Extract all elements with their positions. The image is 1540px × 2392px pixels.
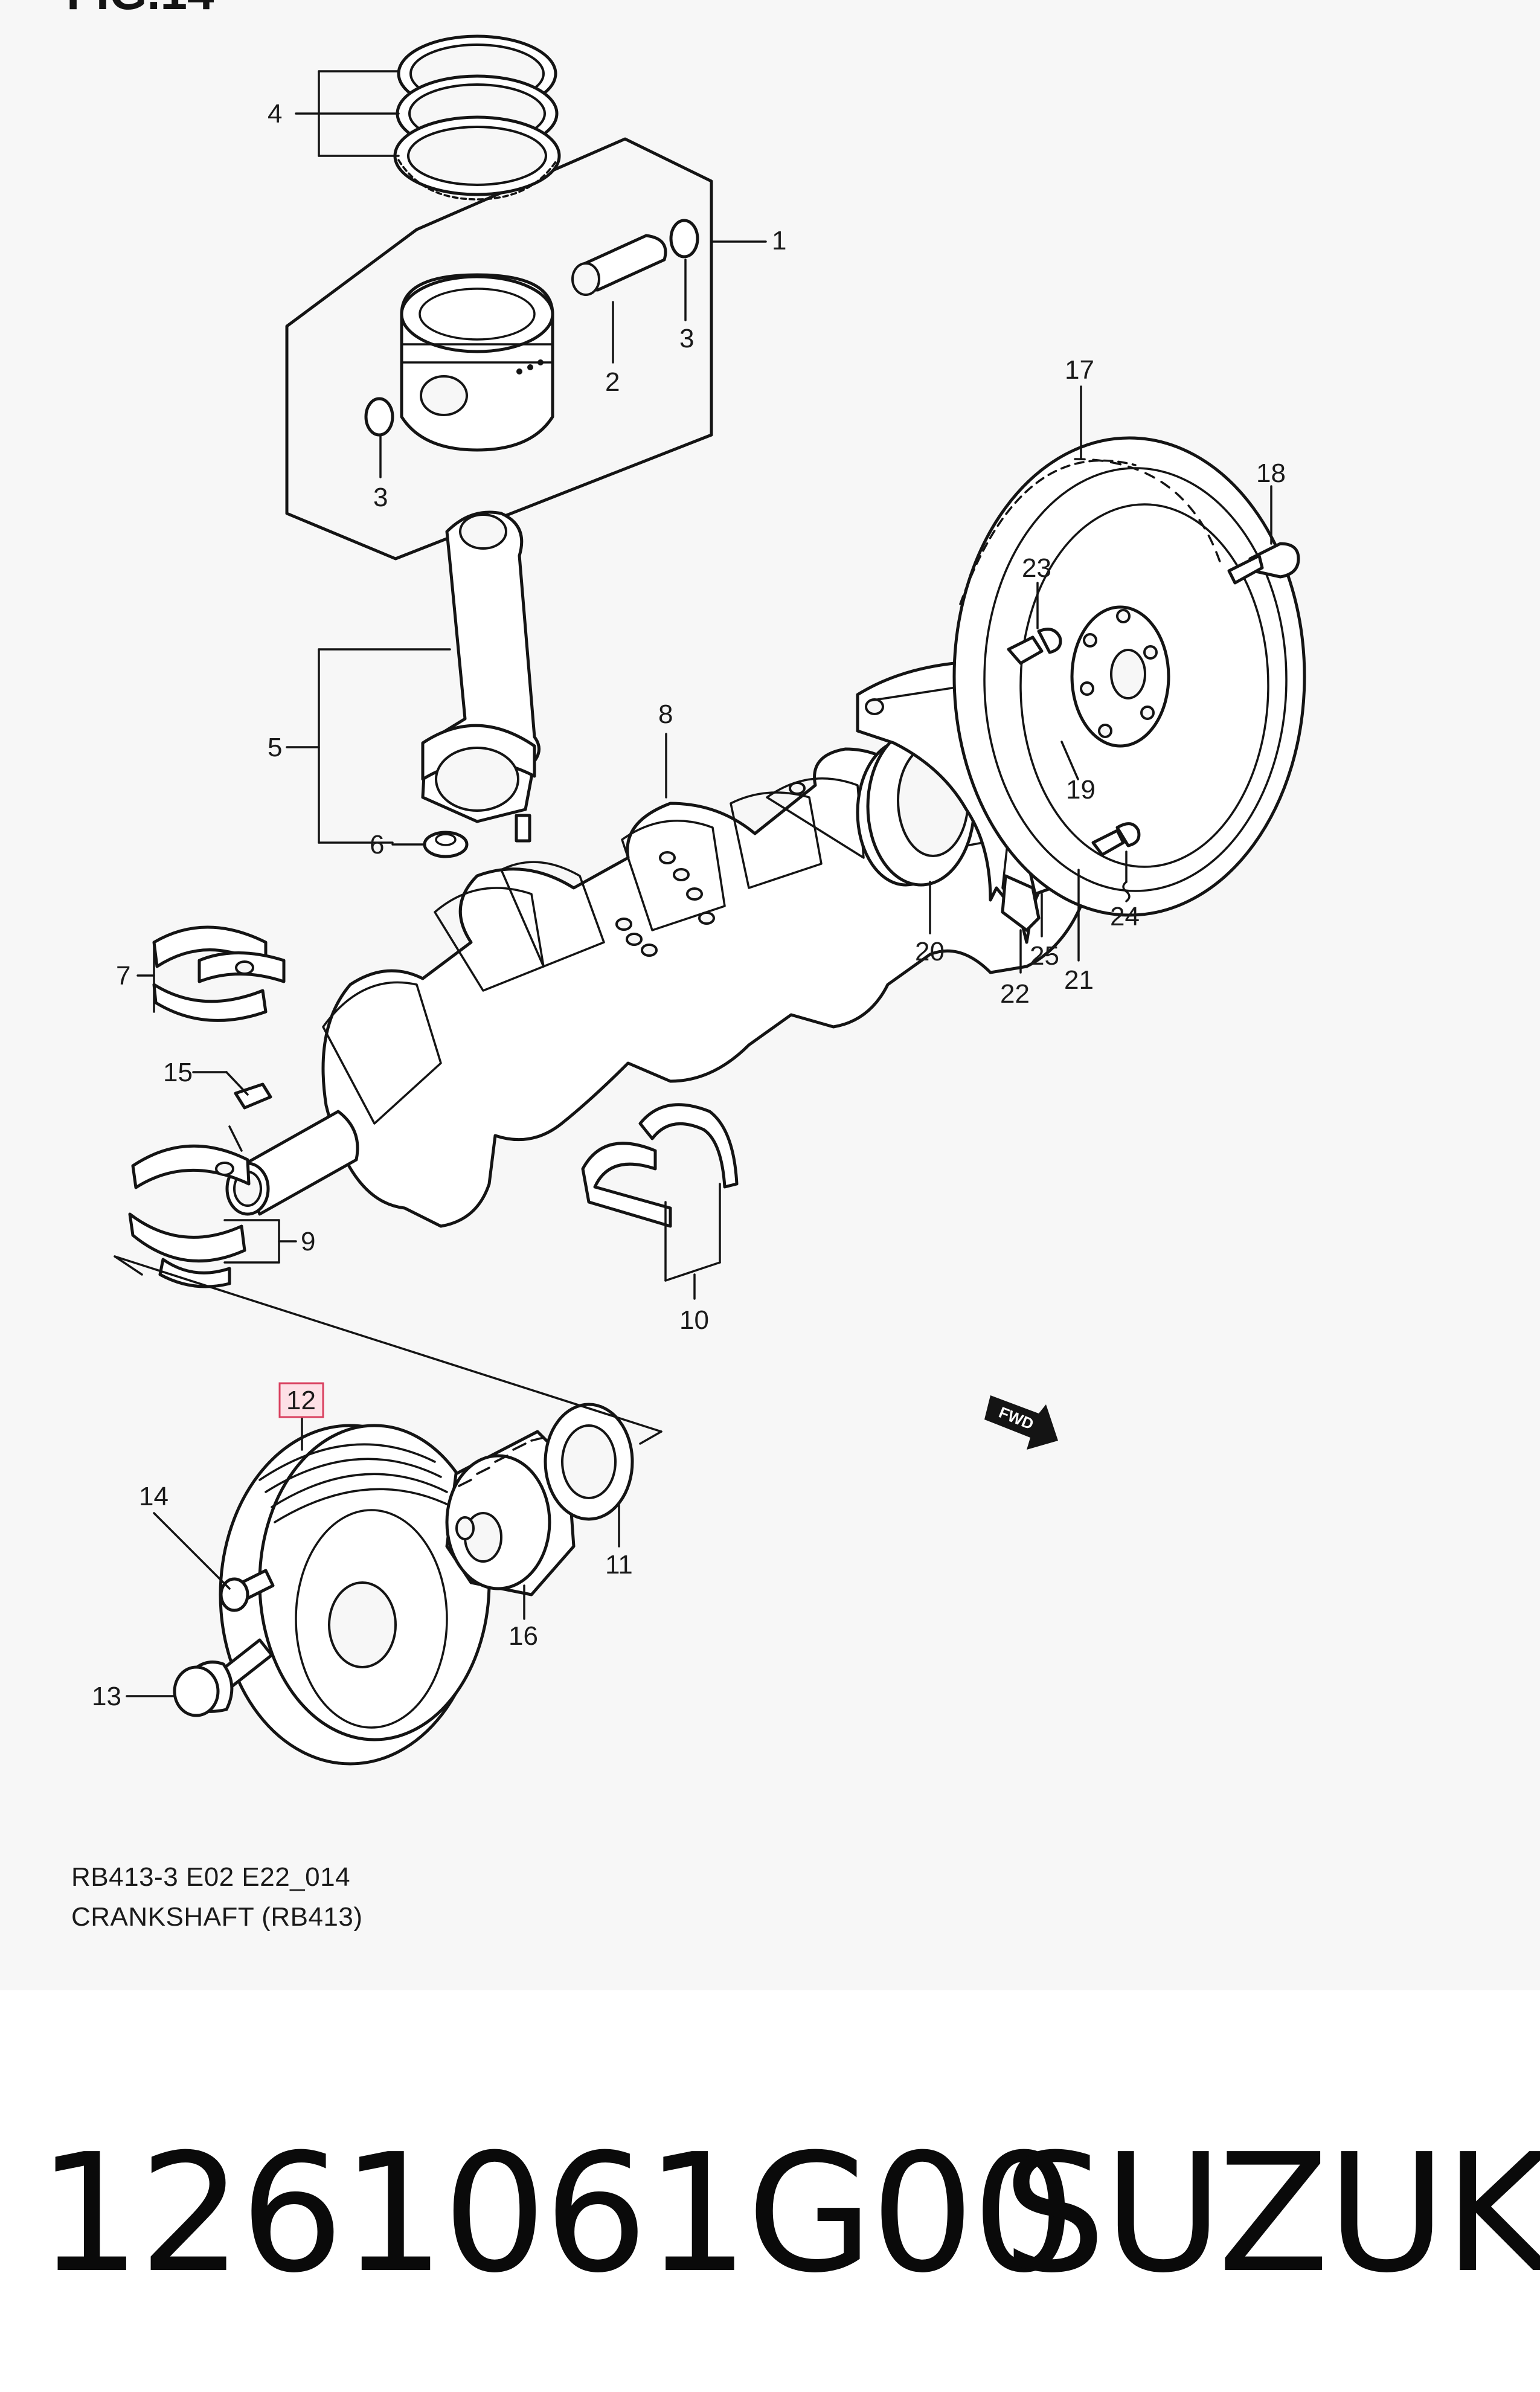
callout-11[interactable]: 11 [605, 1550, 633, 1580]
diagram-title: CRANKSHAFT (RB413) [71, 1902, 363, 1932]
callout-8[interactable]: 8 [658, 699, 673, 729]
fwd-direction-badge: FWD [984, 1395, 1058, 1450]
part-number: 1261061G00 [37, 2118, 1076, 2309]
callout-numbers: 1 2 3 3 4 5 6 7 8 9 10 11 12 13 14 15 16… [92, 99, 1286, 1711]
snap-rings [364, 219, 699, 437]
leader-lines [126, 70, 1272, 1697]
connecting-rod [421, 510, 541, 843]
main-bearings [128, 1144, 251, 1288]
callout-24[interactable]: 24 [1110, 902, 1140, 931]
callout-18[interactable]: 18 [1256, 458, 1286, 488]
callout-19[interactable]: 19 [1066, 775, 1096, 805]
callout-9[interactable]: 9 [301, 1227, 315, 1256]
brand-name: SUZUKI [1003, 2118, 1540, 2309]
callout-16[interactable]: 16 [509, 1621, 538, 1651]
callout-13[interactable]: 13 [92, 1682, 121, 1711]
callout-3-lower[interactable]: 3 [373, 483, 388, 512]
piston-assembly-frame [285, 137, 713, 561]
callout-6[interactable]: 6 [370, 830, 384, 860]
callout-3-upper[interactable]: 3 [679, 324, 694, 353]
crank-pulley-bolt [173, 1638, 274, 1717]
crank-key [234, 1082, 272, 1110]
piston-pin [571, 234, 667, 296]
callout-22[interactable]: 22 [1000, 979, 1030, 1009]
timing-sprocket [445, 1430, 576, 1596]
rod-nut [423, 831, 469, 858]
flywheel [952, 436, 1306, 917]
piston [400, 273, 554, 452]
callout-5[interactable]: 5 [268, 733, 282, 762]
piston-rings [393, 34, 561, 201]
housing-bolts [1007, 628, 1141, 857]
callout-20[interactable]: 20 [915, 937, 945, 966]
callout-2[interactable]: 2 [605, 367, 620, 397]
callout-4[interactable]: 4 [268, 99, 282, 129]
callout-10[interactable]: 10 [679, 1305, 709, 1335]
callout-15[interactable]: 15 [163, 1058, 193, 1087]
callout-23[interactable]: 23 [1022, 553, 1051, 583]
highlight-box-12 [278, 1382, 324, 1418]
figure-label: FIG.14 [66, 0, 214, 21]
flywheel-bolt [1227, 542, 1300, 585]
crank-pulley [219, 1424, 491, 1766]
callout-17[interactable]: 17 [1065, 355, 1094, 385]
footer-bar [0, 1990, 1540, 2392]
crankshaft-exploded-diagram: FWD [92, 34, 1306, 1766]
conrod-bearings [152, 925, 286, 1022]
callout-12[interactable]: 12 [286, 1386, 316, 1415]
callout-1[interactable]: 1 [772, 226, 786, 256]
callout-21[interactable]: 21 [1064, 965, 1094, 995]
front-oil-seal [544, 1403, 634, 1521]
assembly-reference-lines [114, 1255, 663, 1445]
diagram-code: RB413-3 E02 E22_014 [71, 1862, 351, 1892]
callout-14[interactable]: 14 [139, 1482, 168, 1511]
thrust-washers [581, 1103, 739, 1228]
callout-25[interactable]: 25 [1030, 941, 1059, 971]
callout-7[interactable]: 7 [116, 961, 130, 991]
